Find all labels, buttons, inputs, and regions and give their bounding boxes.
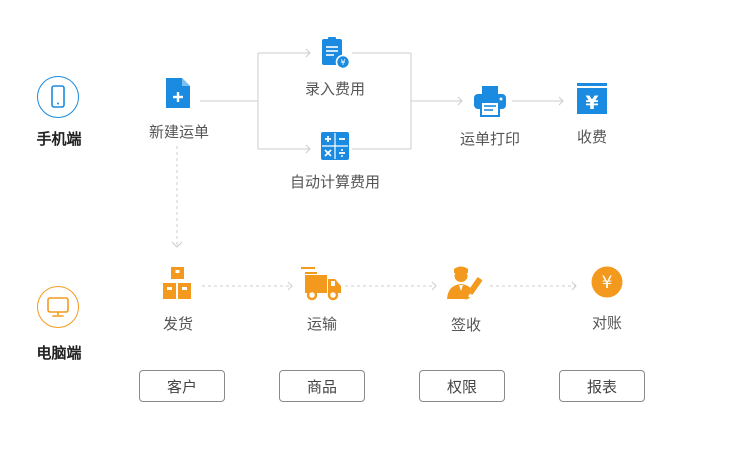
smartphone-icon [37,76,79,118]
step-reconcile-label: 对账 [591,314,622,332]
step-ship-label: 发货 [162,315,193,333]
clipboard-yen-icon: ¥ [318,36,352,70]
step-charge-label: 收费 [576,128,607,146]
customer-button[interactable]: 客户 [139,370,225,402]
printer-icon [473,84,507,118]
yen-receipt-icon: ¥ [575,82,609,116]
reports-button[interactable]: 报表 [559,370,645,402]
goods-button[interactable]: 商品 [279,370,365,402]
calculator-icon [319,130,351,162]
truck-icon [301,264,343,302]
desktop-row-label: 电脑端 [36,344,82,362]
step-transport-label: 运输 [306,315,337,333]
step-auto-calc-label: 自动计算费用 [289,173,380,191]
add-document-icon [163,75,193,111]
svg-text:¥: ¥ [340,58,345,67]
svg-text:¥: ¥ [602,273,613,293]
step-new-order-label: 新建运单 [148,123,209,141]
yen-coin-icon: ¥ [590,265,624,299]
svg-text:¥: ¥ [585,92,598,114]
permissions-button[interactable]: 权限 [419,370,505,402]
step-print-label: 运单打印 [459,130,520,148]
person-signing-icon [446,263,484,301]
monitor-icon [37,286,79,328]
step-sign-label: 签收 [450,316,481,334]
boxes-icon [160,265,194,301]
step-enter-fees-label: 录入费用 [304,80,365,98]
mobile-row-label: 手机端 [36,130,82,148]
